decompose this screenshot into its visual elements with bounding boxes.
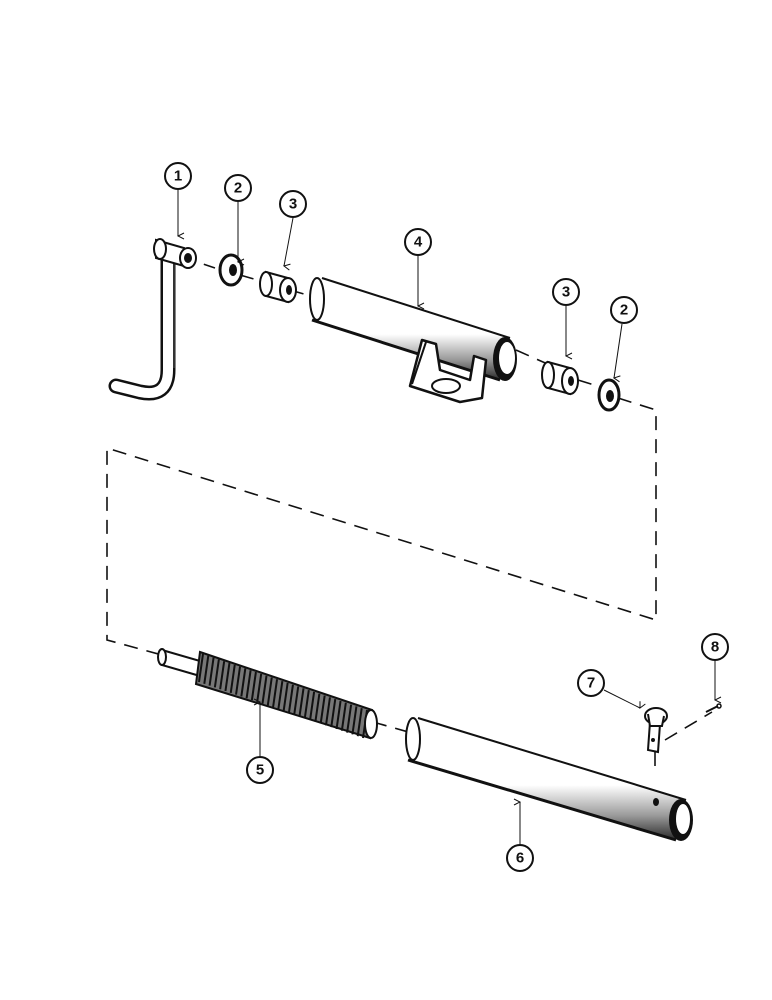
thread-line [250,671,257,701]
callout-2-right-label: 2 [620,302,628,319]
part-spacer-left [259,270,297,304]
thread-line [309,691,316,721]
callout-8-label: 8 [711,639,719,656]
part-handle-crank [108,238,197,401]
thread-line [266,677,273,706]
part-tube-bracket [309,277,517,404]
callout-5-label: 5 [256,762,264,779]
part-threaded-screw [157,648,378,740]
thread-line [298,688,305,717]
thread-line [303,689,310,719]
part-outer-tube [405,717,693,842]
callout-1-label: 1 [174,168,182,185]
callout-3-right: 3 [552,278,580,356]
callout-7: 7 [577,669,640,708]
part-spacer-right [541,360,579,396]
thread-line [272,679,279,708]
callout-2-right: 2 [610,296,638,378]
thread-line [256,673,263,703]
thread-line [229,664,236,693]
thread-line [319,695,326,724]
callout-4: 4 [404,228,432,306]
thread-line [213,659,220,688]
thread-line [198,653,204,683]
part-washer-left [218,253,244,287]
thread-line [261,675,268,704]
callout-2-left: 2 [224,174,252,262]
callout-7-label: 7 [587,675,595,692]
thread-line [208,657,215,686]
thread-line [219,661,226,690]
callout-6: 6 [506,802,534,872]
part-clevis-pin [644,707,668,754]
callout-4-label: 4 [414,234,423,251]
thread-line [340,702,347,731]
thread-line [287,684,294,713]
thread-line [293,686,300,715]
callout-3-right-label: 3 [562,284,570,301]
thread-line [224,662,231,692]
callout-8: 8 [701,633,729,700]
thread-line [277,680,284,710]
thread-line [324,697,331,726]
thread-line [346,704,353,733]
callout-2-left-label: 2 [234,180,242,197]
part-washer-right [597,378,621,412]
callout-5: 5 [246,702,274,784]
callout-1: 1 [164,162,192,236]
thread-line [203,655,210,684]
thread-line [330,699,337,728]
callout-3-left-label: 3 [289,196,297,213]
thread-line [282,682,289,712]
thread-line [235,666,242,695]
thread-line [356,708,363,737]
thread-line [335,700,342,730]
part-cotter-pin [705,703,722,713]
thread-line [240,668,247,697]
thread-line [314,693,321,722]
thread-line [245,670,252,699]
callout-6-label: 6 [516,850,524,867]
callout-3-left: 3 [279,190,307,266]
thread-line [351,706,358,735]
